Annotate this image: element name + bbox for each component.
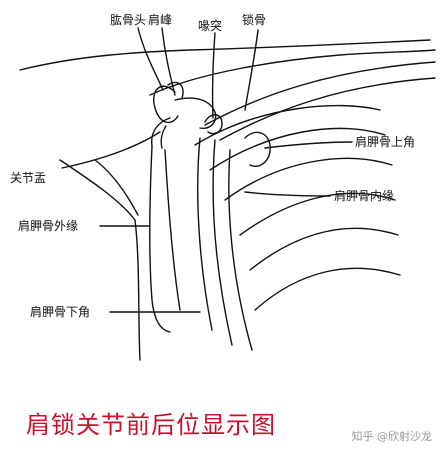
label-coracoid: 喙突 [198,19,223,33]
label-superior-angle: 肩胛骨上角 [355,135,416,149]
leader-acromion [161,27,176,96]
label-inferior-angle: 肩胛骨下角 [30,305,91,319]
scapula-medial-curve-1 [197,137,213,331]
rib-5 [249,227,399,271]
shoulder-contour-line [19,39,431,71]
upper-tissue-line [149,49,436,96]
axillary-line [94,159,139,216]
clavicle-lower-edge [219,77,436,141]
arm-contour [59,159,141,361]
leader-clavicle [244,29,259,111]
glenoid-outline [151,117,171,147]
label-acromion: 肩峰 [148,13,173,27]
leader-glenoid [61,131,161,169]
humeral-head-inner [167,81,184,99]
watermark: 知乎 @欣射沙龙 [351,430,433,443]
superior-angle-outline [244,131,271,167]
glenoid-inner [160,125,167,149]
label-humeral-head: 肱骨头 [110,13,147,27]
label-medial-border: 肩胛骨内缘 [334,189,395,203]
label-lateral-border: 肩胛骨外缘 [18,219,79,233]
scapula-medial-curve-3 [228,149,253,351]
scapula-lateral-border [149,145,171,333]
label-clavicle: 锁骨 [242,13,267,27]
rib-3 [224,157,393,201]
rib-4 [239,192,396,236]
scapula-body-line-1 [164,149,181,311]
coracoid-outline [204,114,223,135]
leader-medial-border [244,191,331,197]
leader-coracoid [211,32,216,119]
humeral-head-outline [153,85,179,124]
label-glenoid: 关节盂 [10,171,47,185]
rib-1 [194,104,381,146]
rib-2 [209,127,386,171]
diagram-caption: 肩锁关节前后位显示图 [26,411,276,439]
leader-humeral-head [137,27,164,91]
clavicle-upper-edge [204,61,436,126]
acromion-outline [174,97,217,129]
rib-6 [254,267,401,311]
leader-superior-angle [264,141,353,149]
scapula-medial-curve-2 [212,139,233,346]
